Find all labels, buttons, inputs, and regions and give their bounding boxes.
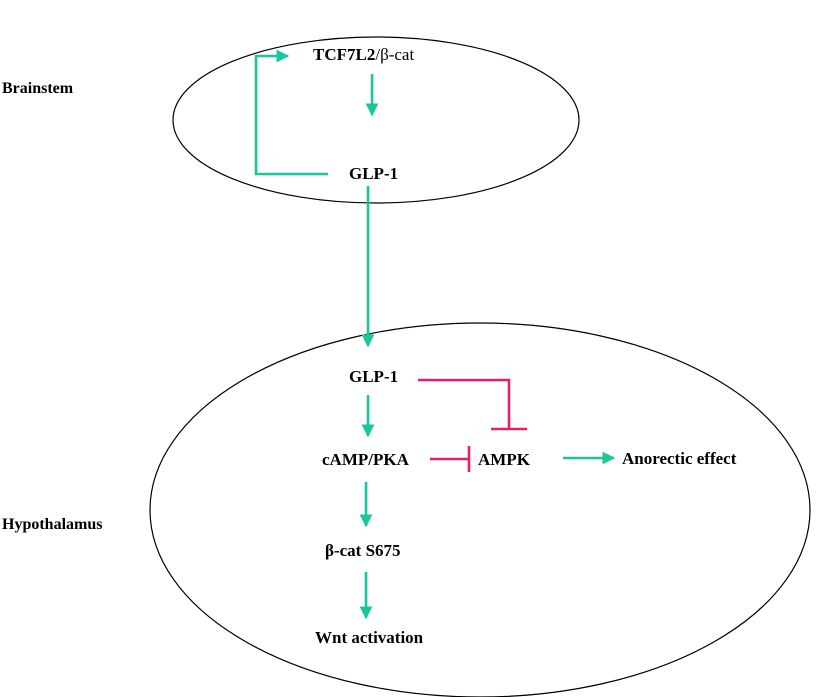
node-ampk: AMPK xyxy=(478,450,531,469)
node-tcf7l2-bold: TCF7L2 xyxy=(313,45,375,64)
node-anorectic-effect: Anorectic effect xyxy=(622,449,737,468)
inhibit-glp1-to-ampk xyxy=(418,378,511,428)
node-tcf7l2-beta-cat: /β-cat xyxy=(375,45,414,64)
node-tcf7l2: TCF7L2/β-cat xyxy=(313,45,414,64)
node-glp1-brainstem: GLP-1 xyxy=(349,164,398,183)
arrow-glp1-to-tcf7l2-loop xyxy=(254,49,328,176)
node-camp-pka: cAMP/PKA xyxy=(322,450,410,469)
node-beta-cat-s675: β-cat S675 xyxy=(325,541,401,560)
brainstem-ellipse xyxy=(172,36,580,204)
node-wnt-activation: Wnt activation xyxy=(315,628,424,647)
brainstem-label: Brainstem xyxy=(2,80,74,97)
node-glp1-hypothalamus: GLP-1 xyxy=(349,367,398,386)
hypothalamus-label: Hypothalamus xyxy=(2,516,102,533)
hypothalamus-ellipse xyxy=(149,322,811,697)
